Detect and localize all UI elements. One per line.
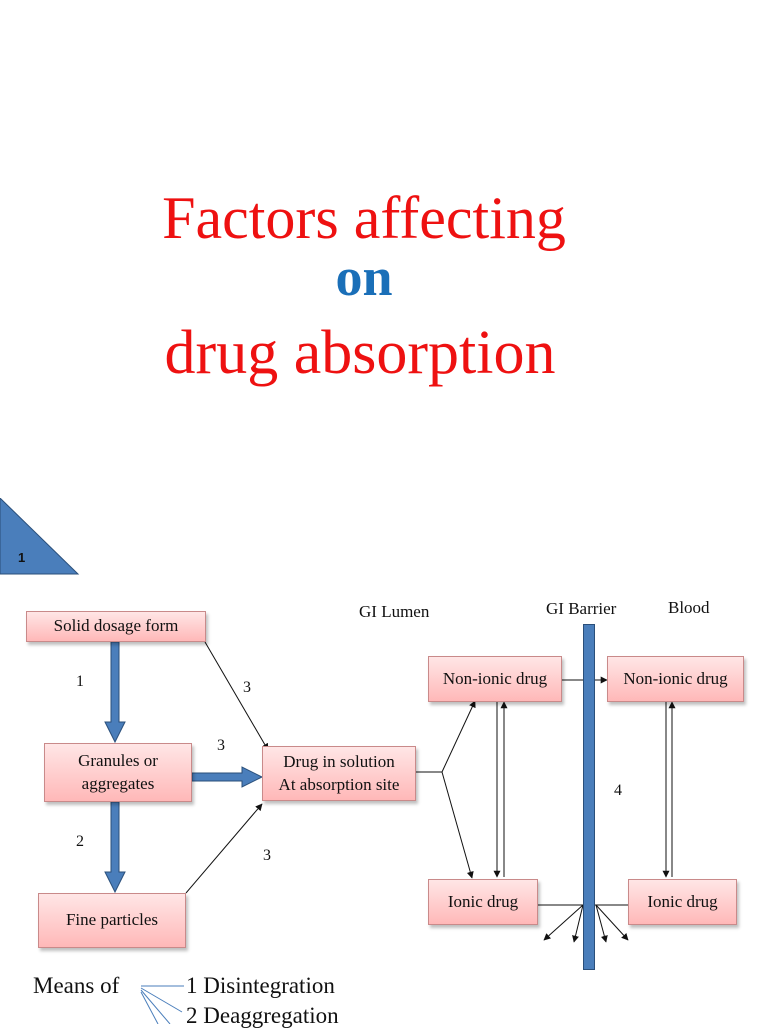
box-nonionic-drug-blood: Non-ionic drug bbox=[607, 656, 744, 702]
means-connector-4 bbox=[140, 991, 159, 1024]
means-item-2: 2 Deaggregation bbox=[186, 1003, 339, 1028]
label-gi-barrier: GI Barrier bbox=[546, 599, 617, 618]
arrow-branch-to-ionic bbox=[441, 771, 474, 879]
box-drug-in-solution: Drug in solution At absorption site bbox=[262, 746, 416, 801]
means-label: Means of bbox=[33, 973, 120, 998]
box-ionic-drug-blood: Ionic drug bbox=[628, 879, 737, 925]
box-fine-particles: Fine particles bbox=[38, 893, 186, 948]
box-granules-aggregates: Granules or aggregates bbox=[44, 743, 192, 802]
box-nonionic-drug-lumen: Non-ionic drug bbox=[428, 656, 562, 702]
arrow-barrier-down-right-2 bbox=[595, 904, 629, 941]
title-line-1: Factors affecting bbox=[162, 185, 566, 251]
thick-arrow-granules-to-fine bbox=[104, 801, 126, 894]
gi-barrier-bar bbox=[583, 624, 595, 970]
means-item-1: 1 Disintegration bbox=[186, 973, 335, 998]
label-gi-lumen: GI Lumen bbox=[359, 602, 430, 621]
title-line-3: drug absorption bbox=[164, 319, 556, 387]
arrow-branch-to-nonionic bbox=[441, 700, 476, 773]
arrow-barrier-down-left-1 bbox=[543, 904, 584, 941]
step-number-1: 1 bbox=[76, 673, 84, 690]
step-number-3-solid: 3 bbox=[243, 679, 251, 696]
step-number-3-fine: 3 bbox=[263, 847, 271, 864]
arrow-fine-to-solution bbox=[185, 803, 263, 894]
box-solid-dosage-form: Solid dosage form bbox=[26, 611, 206, 642]
label-blood: Blood bbox=[668, 598, 710, 617]
step-number-2: 2 bbox=[76, 833, 84, 850]
arrow-barrier-down-right-1 bbox=[595, 904, 608, 943]
thick-arrow-granules-to-solution bbox=[191, 766, 264, 788]
slide-number: 1 bbox=[18, 550, 26, 565]
title-line-2: on bbox=[335, 247, 393, 307]
means-connector-3 bbox=[140, 989, 171, 1024]
means-connector-2 bbox=[140, 987, 183, 1013]
thick-arrow-solid-to-granules bbox=[104, 641, 126, 744]
step-number-4: 4 bbox=[614, 782, 622, 799]
box-ionic-drug-lumen: Ionic drug bbox=[428, 879, 538, 925]
slide-corner-triangle bbox=[0, 498, 80, 575]
step-number-3-granules: 3 bbox=[217, 737, 225, 754]
arrow-solid-to-solution bbox=[204, 641, 269, 751]
arrow-barrier-down-left-2 bbox=[572, 904, 584, 943]
